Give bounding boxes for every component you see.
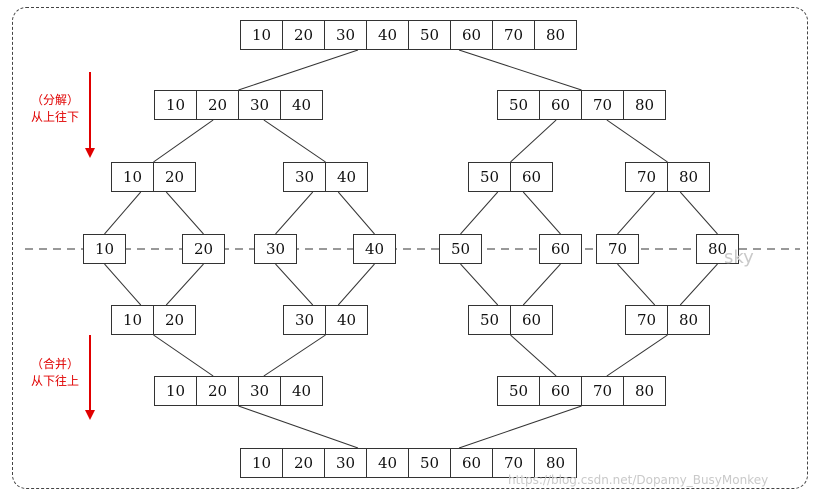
array-cell: 60	[450, 448, 493, 478]
tree-connector	[522, 263, 561, 306]
watermark-url: https://blog.csdn.net/Dopamy_BusyMonkey	[508, 473, 769, 487]
array-cell: 40	[366, 448, 409, 478]
tree-connector	[104, 191, 142, 235]
array-cell: 30	[283, 162, 326, 192]
array-cell: 80	[667, 162, 710, 192]
array-cell: 30	[324, 448, 367, 478]
array-cell: 30	[238, 376, 281, 406]
tree-connector	[263, 334, 326, 377]
tree-connector	[104, 263, 142, 306]
tree-connector	[153, 334, 214, 377]
tree-connector	[510, 334, 557, 377]
array-cell: 40	[366, 20, 409, 50]
array-cell: 30	[283, 305, 326, 335]
array-cell: 50	[439, 234, 482, 264]
diagram-frame	[12, 7, 808, 489]
tree-connector	[617, 263, 656, 306]
tree-connector	[606, 119, 668, 163]
array-cell: 50	[468, 305, 511, 335]
tree-connector	[165, 191, 204, 235]
watermark-sky: sky	[724, 247, 754, 268]
tree-connector	[679, 191, 718, 235]
array-cell: 60	[539, 376, 582, 406]
array-cell: 50	[408, 20, 451, 50]
array-cell: 80	[623, 376, 666, 406]
array-cell: 70	[625, 162, 668, 192]
array-cell: 10	[111, 305, 154, 335]
array-cell: 80	[534, 448, 577, 478]
array-cell: 40	[325, 162, 368, 192]
tree-connector	[458, 49, 582, 91]
merge-label-title: （合并）	[30, 357, 79, 371]
divide-arrow-head	[85, 148, 95, 158]
merge-arrow-head	[85, 410, 95, 420]
array-cell: 10	[240, 448, 283, 478]
array-cell: 10	[83, 234, 126, 264]
merge-label-subtitle: 从下往上	[30, 374, 79, 388]
tree-connector	[606, 334, 668, 377]
array-cell: 20	[196, 376, 239, 406]
array-cell: 70	[596, 234, 639, 264]
array-cell: 10	[154, 376, 197, 406]
array-cell: 80	[534, 20, 577, 50]
divide-label-subtitle: 从上往下	[30, 110, 79, 124]
array-cell: 50	[408, 448, 451, 478]
array-cell: 80	[696, 234, 739, 264]
array-cell: 60	[510, 305, 553, 335]
array-cell: 70	[581, 376, 624, 406]
array-cell: 20	[153, 162, 196, 192]
array-cell: 60	[539, 90, 582, 120]
array-cell: 20	[182, 234, 225, 264]
array-cell: 30	[324, 20, 367, 50]
array-cell: 20	[282, 20, 325, 50]
array-cell: 50	[468, 162, 511, 192]
tree-connector	[510, 119, 557, 163]
array-cell: 70	[492, 448, 535, 478]
array-cell: 70	[581, 90, 624, 120]
array-cell: 40	[353, 234, 396, 264]
tree-connector	[337, 263, 375, 306]
tree-connector	[460, 191, 499, 235]
tree-connector	[679, 263, 718, 306]
array-cell: 50	[497, 376, 540, 406]
array-cell: 50	[497, 90, 540, 120]
tree-connector	[522, 191, 561, 235]
array-cell: 30	[238, 90, 281, 120]
tree-connector	[275, 263, 314, 306]
tree-connector	[153, 119, 214, 163]
array-cell: 70	[492, 20, 535, 50]
tree-connector	[165, 263, 204, 306]
array-cell: 80	[623, 90, 666, 120]
array-cell: 10	[154, 90, 197, 120]
tree-connector	[263, 119, 326, 163]
tree-connector	[238, 405, 359, 449]
array-cell: 40	[325, 305, 368, 335]
tree-connector	[275, 191, 314, 235]
array-cell: 10	[111, 162, 154, 192]
array-cell: 20	[282, 448, 325, 478]
tree-connector	[238, 49, 359, 91]
array-cell: 40	[280, 376, 323, 406]
merge-label: （合并） 从下往上	[20, 356, 90, 390]
array-cell: 60	[510, 162, 553, 192]
array-cell: 20	[196, 90, 239, 120]
array-cell: 60	[450, 20, 493, 50]
tree-connector	[460, 263, 499, 306]
divide-label: （分解） 从上往下	[20, 92, 90, 126]
divide-label-title: （分解）	[30, 93, 79, 107]
array-cell: 40	[280, 90, 323, 120]
tree-connector	[617, 191, 656, 235]
tree-connector	[458, 405, 582, 449]
array-cell: 60	[539, 234, 582, 264]
array-cell: 30	[254, 234, 297, 264]
tree-connector	[337, 191, 375, 235]
array-cell: 70	[625, 305, 668, 335]
array-cell: 10	[240, 20, 283, 50]
array-cell: 20	[153, 305, 196, 335]
array-cell: 80	[667, 305, 710, 335]
